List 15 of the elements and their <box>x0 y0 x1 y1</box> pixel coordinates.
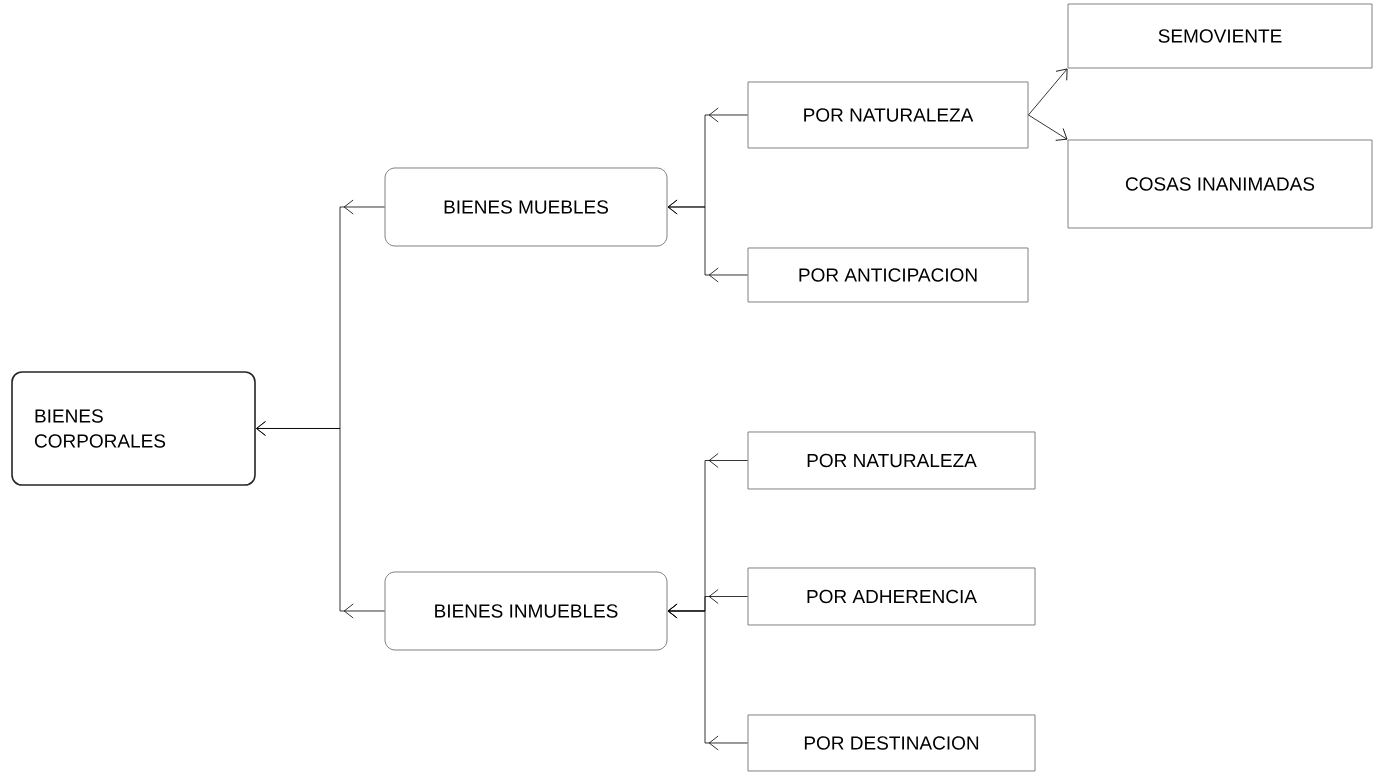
arrow <box>1028 68 1068 116</box>
category-box: SEMOVIENTE <box>1067 3 1373 69</box>
rounded-box: BIENES MUEBLES <box>384 167 668 247</box>
category-box: POR DESTINACION <box>747 714 1036 772</box>
category-box: COSAS INANIMADAS <box>1067 139 1373 229</box>
arrow <box>256 421 385 619</box>
arrow <box>1028 114 1068 141</box>
category-box: POR ADHERENCIA <box>747 567 1036 626</box>
category-box: POR ANTICIPACION <box>747 247 1029 303</box>
rounded-box: BIENES INMUEBLES <box>384 571 668 651</box>
category-box: POR NATURALEZA <box>747 431 1036 490</box>
arrow <box>667 199 748 283</box>
category-box: POR NATURALEZA <box>747 81 1029 149</box>
arrow <box>667 603 748 751</box>
rounded-box: BIENES CORPORALES <box>11 371 256 486</box>
